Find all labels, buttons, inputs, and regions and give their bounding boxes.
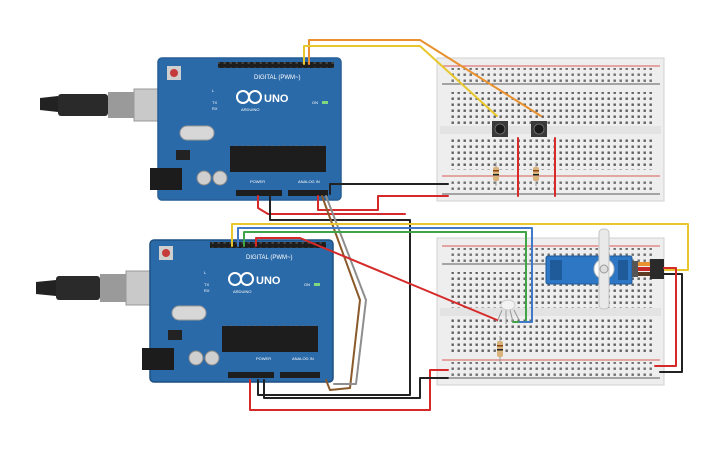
svg-text:TX: TX xyxy=(212,100,217,105)
power-label: POWER xyxy=(250,179,265,184)
pushbutton-2 xyxy=(531,121,547,137)
resistor-2 xyxy=(533,162,539,186)
wire-red-top xyxy=(317,195,449,211)
arduino-brand: ARDUINO xyxy=(233,289,251,294)
wire-yellow-servo xyxy=(231,223,689,271)
wire-red-led xyxy=(255,237,498,321)
wire-red-servo xyxy=(654,267,677,367)
svg-text:L: L xyxy=(212,88,215,93)
resistor-3 xyxy=(497,336,503,364)
usb-cable-bottom xyxy=(36,270,162,306)
arduino-bottom: DIGITAL (PWM~) UNO ARDUINO L TX RX ON PO… xyxy=(36,239,334,383)
wires xyxy=(231,39,689,411)
wire-orange xyxy=(308,39,542,117)
wire-black-long xyxy=(257,195,411,396)
arduino-top: DIGITAL (PWM~) UNO ARDUINO L TX RX ON PO… xyxy=(40,57,342,201)
analog-label: ANALOG IN xyxy=(292,356,314,361)
svg-text:ON: ON xyxy=(304,282,310,287)
wire-yellow xyxy=(303,45,498,117)
wire-black-top xyxy=(329,183,449,195)
wire-red-bottom xyxy=(249,369,449,411)
svg-text:RX: RX xyxy=(212,106,218,111)
wire-black-servo xyxy=(659,273,683,373)
svg-text:ON: ON xyxy=(312,100,318,105)
pushbutton-1 xyxy=(492,121,508,137)
svg-text:TX: TX xyxy=(204,282,209,287)
servo xyxy=(545,228,664,310)
wire-red-long xyxy=(257,195,406,215)
wire-blue xyxy=(237,227,533,323)
power-label: POWER xyxy=(256,356,271,361)
arduino-brand: ARDUINO xyxy=(241,107,259,112)
rgb-led xyxy=(496,299,521,324)
wire-black-bottom xyxy=(263,377,449,399)
uno-logo: UNO xyxy=(264,93,289,105)
digital-label: DIGITAL (PWM~) xyxy=(246,255,293,261)
uno-logo: UNO xyxy=(256,275,281,287)
svg-text:RX: RX xyxy=(204,288,210,293)
wire-brown xyxy=(321,195,361,391)
svg-text:L: L xyxy=(204,270,207,275)
analog-label: ANALOG IN xyxy=(298,179,320,184)
wire-gray xyxy=(325,195,367,385)
top-breadboard xyxy=(436,57,665,202)
resistor-1 xyxy=(493,162,499,186)
usb-cable-top xyxy=(40,88,170,122)
digital-label: DIGITAL (PWM~) xyxy=(254,75,301,81)
